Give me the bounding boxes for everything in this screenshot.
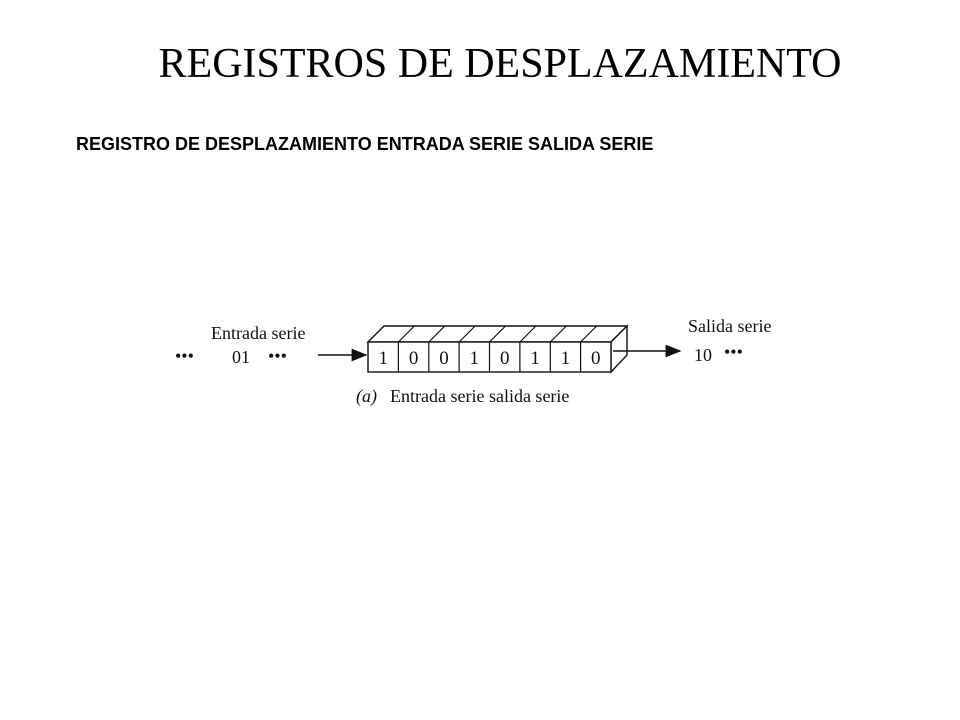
- output-bits: 10: [694, 345, 712, 365]
- register-bit-7: 1: [561, 348, 571, 369]
- output-label: Salida serie: [688, 316, 771, 336]
- register-bit-6: 1: [530, 348, 540, 369]
- register-bit-3: 0: [439, 348, 449, 369]
- input-leading-dots: •••: [175, 346, 194, 366]
- register-bit-8: 0: [591, 348, 601, 369]
- register-bit-5: 0: [500, 348, 510, 369]
- register-bit-2: 0: [409, 348, 419, 369]
- input-label: Entrada serie: [211, 323, 305, 343]
- section-subtitle: REGISTRO DE DESPLAZAMIENTO ENTRADA SERIE…: [76, 134, 654, 154]
- register-bit-1: 1: [378, 348, 388, 369]
- register-bit-4: 1: [470, 348, 480, 369]
- caption-tag: (a): [356, 386, 377, 407]
- input-trailing-dots: •••: [268, 346, 287, 366]
- register-bits: 1 0 0 1 0 1 1 0: [378, 348, 600, 369]
- input-bits: 01: [232, 347, 250, 367]
- page-title: REGISTROS DE DESPLAZAMIENTO: [158, 41, 842, 87]
- caption-text: Entrada serie salida serie: [390, 386, 569, 406]
- output-trailing-dots: •••: [724, 342, 743, 362]
- register-body: [366, 324, 629, 374]
